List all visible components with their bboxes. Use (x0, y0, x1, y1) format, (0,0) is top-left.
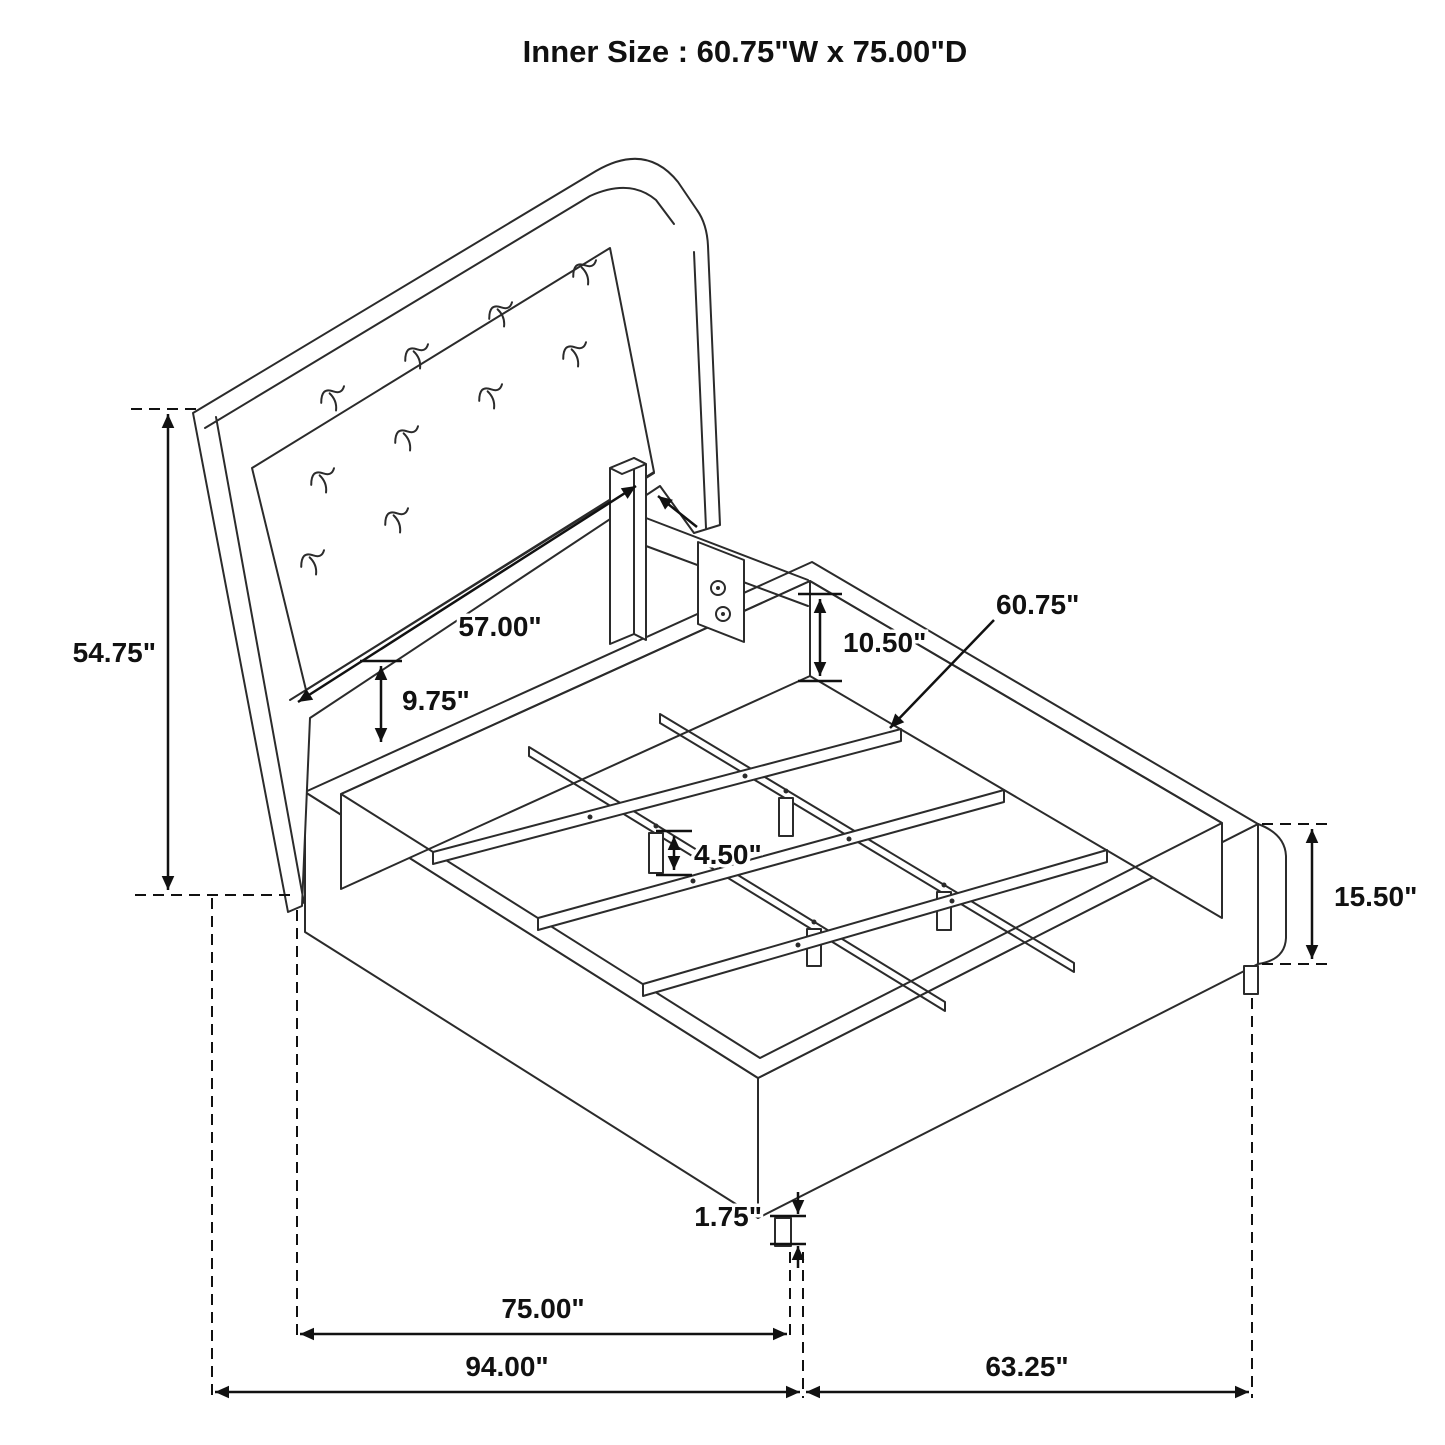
dim-inner-depth: 75.00" (501, 1293, 584, 1324)
dim-foot-leg-height: 1.75" (694, 1201, 762, 1232)
dim-overall-width: 63.25" (985, 1351, 1068, 1382)
center-post-top (609, 457, 647, 475)
dim-headboard-to-slat: 9.75" (402, 685, 470, 716)
footboard-end-cap (1257, 823, 1287, 965)
center-post-front (609, 457, 635, 645)
center-post-side (633, 457, 647, 641)
dimension-annotations: 54.75" 57.00" 9.75" 10.50" 60.75" 4.50" … (69, 408, 1421, 1399)
frame-rim-inner (340, 580, 1223, 1059)
slat-1 (432, 728, 902, 865)
diagram-title: Inner Size : 60.75"W x 75.00"D (523, 34, 968, 69)
dim-support-leg-height: 4.50" (694, 839, 762, 870)
foot-leg-right (1243, 965, 1259, 995)
dim-overall-depth: 94.00" (465, 1351, 548, 1382)
dim-headboard-height: 54.75" (73, 637, 156, 668)
dim-slat-length: 60.75" (996, 589, 1079, 620)
bed-legs (774, 965, 1259, 1247)
slat-2 (537, 789, 1005, 931)
dim-footboard-height: 15.50" (1334, 881, 1417, 912)
dim-rail-inner-height: 10.50" (843, 627, 926, 658)
foot-leg-left (774, 1217, 792, 1247)
slat-3 (642, 849, 1108, 997)
dim-headboard-width: 57.00" (458, 611, 541, 642)
bed-frame-base (304, 561, 1287, 1247)
mattress-slats (432, 728, 1108, 997)
